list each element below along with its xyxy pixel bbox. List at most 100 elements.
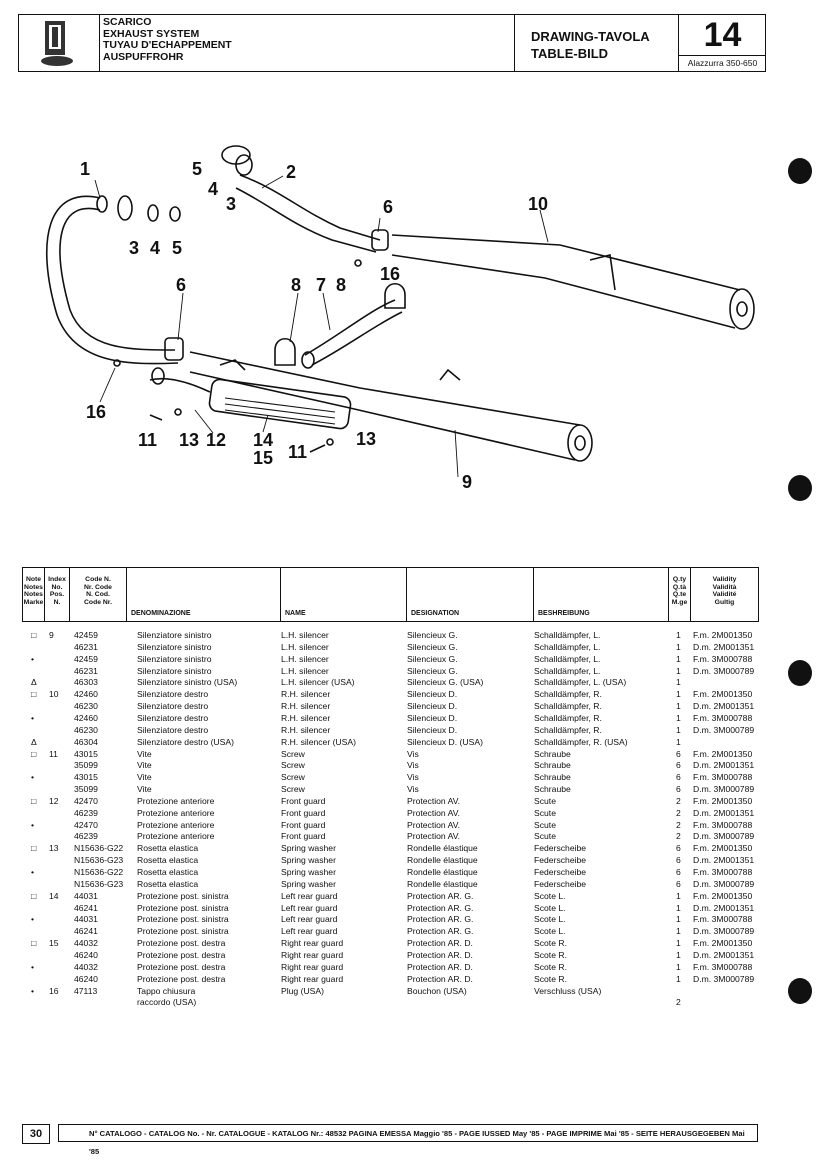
row-name: L.H. silencer: [281, 665, 329, 676]
row-designation: Silencieux G. (USA): [407, 677, 484, 688]
model-name: Alazzurra 350-650: [679, 55, 766, 71]
row-qty: 1: [676, 641, 681, 652]
col-beschreibung: BESHREIBUNG: [534, 568, 669, 621]
row-code: 42460: [74, 689, 98, 700]
row-name: Right rear guard: [281, 938, 344, 949]
row-code: 42459: [74, 653, 98, 664]
row-designation: Vis: [407, 760, 419, 771]
row-index: 14: [49, 890, 59, 901]
row-qty: 1: [676, 949, 681, 960]
callout-11b: 11: [288, 442, 307, 462]
punch-hole: [788, 475, 812, 501]
row-note: □: [31, 795, 37, 806]
row-denominazione: Protezione post. sinistra: [137, 914, 229, 925]
row-denominazione: Rosetta elastica: [137, 843, 199, 854]
row-index: 12: [49, 795, 59, 806]
row-qty: 1: [676, 724, 681, 735]
row-designation: Silencieux D.: [407, 689, 458, 700]
row-denominazione: Vite: [137, 772, 152, 783]
row-code: 42470: [74, 819, 98, 830]
row-name: Left rear guard: [281, 890, 338, 901]
row-note: •: [31, 712, 35, 723]
row-denominazione: Silenziatore sinistro: [137, 653, 212, 664]
row-validity: F.m. 3M000788: [693, 712, 753, 723]
row-designation: Protection AR. G.: [407, 914, 474, 925]
row-beschreibung: Federscheibe: [534, 867, 587, 877]
callout-15: 15: [253, 448, 273, 468]
row-validity: F.m. 2M001350: [693, 795, 753, 806]
section-titles: SCARICO EXHAUST SYSTEM TUYAU D'ECHAPPEME…: [103, 16, 232, 63]
callout-11: 11: [138, 430, 157, 450]
row-note: □: [31, 890, 37, 901]
row-designation: Protection AR. G.: [407, 890, 474, 901]
row-denominazione: Silenziatore sinistro: [137, 665, 212, 676]
row-validity: F.m. 2M001350: [693, 630, 753, 640]
row-code: 46231: [74, 641, 98, 652]
title-fr: TUYAU D'ECHAPPEMENT: [103, 39, 232, 51]
row-qty: 1: [676, 630, 681, 640]
row-code: N15636-G22: [74, 843, 124, 854]
row-denominazione: Protezione post. destra: [137, 961, 226, 972]
exploded-drawing: 1 5 4 3 2 3 4 5 6 10 16 6 8 7 8 16 11 13…: [46, 145, 755, 492]
row-code: N15636-G23: [74, 878, 124, 889]
row-designation: Protection AR. G.: [407, 902, 474, 913]
punch-hole: [788, 660, 812, 686]
row-validity: D.m. 2M001351: [693, 807, 755, 818]
row-qty: 1: [676, 677, 681, 688]
callout-2: 2: [286, 162, 296, 182]
row-designation: Rondelle élastique: [407, 878, 478, 889]
catalogue-footer: N° CATALOGO - CATALOG No. - Nr. CATALOGU…: [58, 1124, 758, 1156]
row-index: 16: [49, 985, 59, 996]
row-name: Screw: [281, 784, 305, 795]
row-beschreibung: Scute: [534, 795, 556, 806]
row-qty: 1: [676, 890, 681, 901]
row-note: •: [31, 961, 35, 972]
row-name: Screw: [281, 760, 305, 771]
row-name: Spring washer: [281, 843, 336, 854]
row-qty: 2: [676, 997, 681, 1008]
row-name: R.H. silencer: [281, 712, 331, 723]
row-denominazione: Silenziatore destro: [137, 689, 209, 700]
row-validity: D.m. 3M000789: [693, 878, 755, 889]
row-qty: 1: [676, 914, 681, 925]
row-qty: 1: [676, 902, 681, 913]
row-code: 35099: [74, 784, 98, 795]
callout-5b: 5: [172, 238, 182, 258]
row-denominazione: Protezione post. destra: [137, 938, 226, 949]
table-row: raccordo (USA)2: [0, 996, 823, 1008]
row-code: 46241: [74, 902, 98, 913]
row-beschreibung: Scote L.: [534, 890, 566, 901]
row-note: □: [31, 748, 37, 759]
row-validity: F.m. 3M000788: [693, 961, 753, 972]
row-designation: Silencieux D.: [407, 712, 458, 723]
callout-4: 4: [208, 179, 218, 199]
row-denominazione: Protezione anteriore: [137, 831, 215, 842]
row-note: Δ: [31, 736, 37, 747]
callout-8b: 8: [336, 275, 346, 295]
row-code: 42459: [74, 630, 98, 640]
row-index: 11: [49, 748, 58, 759]
row-designation: Vis: [407, 772, 419, 783]
row-code: 46240: [74, 973, 98, 984]
row-validity: D.m. 3M000789: [693, 831, 755, 842]
row-qty: 1: [676, 665, 681, 676]
row-validity: D.m. 2M001351: [693, 641, 755, 652]
row-beschreibung: Scute: [534, 819, 556, 830]
row-beschreibung: Scute: [534, 807, 556, 818]
col-designation: DESIGNATION: [407, 568, 534, 621]
row-qty: 1: [676, 712, 681, 723]
